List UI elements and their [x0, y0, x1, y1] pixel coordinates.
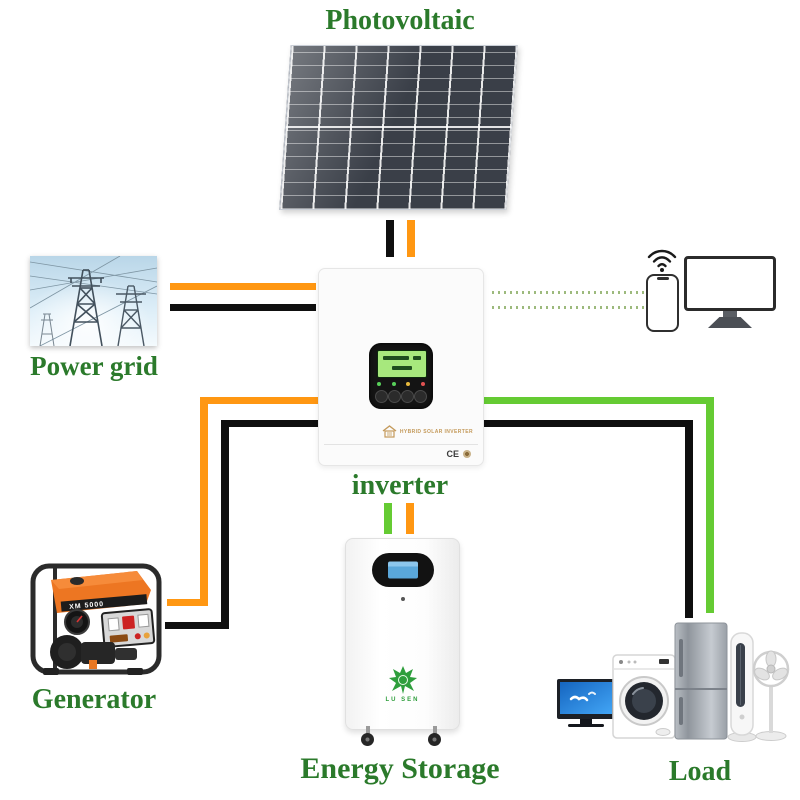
monitor-base: [708, 317, 752, 328]
generator-label: Generator: [31, 684, 157, 715]
tv: [557, 679, 615, 727]
generator-line-black-bottom: [165, 622, 229, 629]
generator-model-text: XM 5000: [69, 601, 105, 611]
generator-line-orange-top: [208, 397, 318, 404]
pv-to-inverter-line-black: [386, 220, 394, 257]
photovoltaic-label: Photovoltaic: [325, 5, 475, 36]
storage-wheel-right: [428, 726, 442, 746]
inverter-to-phone-dotted-line-1: [492, 291, 644, 294]
inverter-brand-text: HYBRID SOLAR INVERTER: [399, 428, 473, 435]
inverter-cert-row: CE: [446, 449, 471, 459]
inverter-lcd-screen: [377, 350, 427, 378]
solar-panel-image: [279, 45, 518, 210]
generator-image: XM 5000: [25, 556, 167, 687]
load-label: Load: [668, 756, 732, 787]
power-grid-label: Power grid: [30, 351, 158, 381]
pedestal-fan: [752, 650, 790, 741]
wifi-icon: [645, 246, 679, 277]
load-appliances-image: [555, 615, 790, 755]
transmission-tower-2: [116, 285, 146, 347]
transmission-tower-3: [39, 313, 55, 347]
inverter-label: inverter: [351, 470, 449, 501]
smartphone: [646, 274, 679, 332]
pv-to-inverter-line-orange: [407, 220, 415, 257]
inverter-divider: [324, 444, 478, 445]
inverter-to-storage-line-green: [384, 503, 392, 534]
generator-gauge: [64, 609, 90, 635]
inverter-to-phone-dotted-line-2: [492, 306, 644, 309]
inverter-brand-row: HYBRID SOLAR INVERTER: [319, 425, 473, 438]
storage-lcd-screen: [387, 561, 418, 579]
inverter-control-panel: [369, 343, 433, 409]
certification-icon: [463, 450, 471, 458]
grid-to-inverter-line-orange: [170, 283, 316, 290]
inverter-buttons: [375, 390, 427, 403]
monitor-screen: [684, 256, 776, 311]
load-line-green-vertical: [706, 397, 714, 613]
generator-line-black-vertical: [221, 420, 229, 629]
generator-frame: [30, 563, 162, 675]
transmission-tower-1: [68, 269, 104, 347]
storage-body: LU SEN: [345, 538, 460, 730]
storage-wheel-left: [361, 726, 375, 746]
desktop-monitor: [684, 256, 776, 330]
generator-engine: [50, 635, 137, 669]
phone-notch: [656, 277, 669, 280]
generator-line-orange-bottom: [167, 599, 208, 606]
grid-to-inverter-line-black: [170, 304, 316, 311]
load-line-black-vertical: [685, 420, 693, 618]
power-grid-image: [29, 255, 158, 347]
energy-storage-device: LU SEN: [345, 538, 460, 748]
generator-model-strip: XM 5000: [60, 594, 148, 612]
refrigerator: [674, 622, 728, 740]
ce-mark: CE: [446, 449, 459, 459]
load-line-black-horizontal: [482, 420, 693, 427]
storage-display-bezel: [371, 553, 434, 587]
power-grid-towers: [29, 255, 158, 347]
storage-brand-text: LU SEN: [385, 697, 420, 703]
generator-line-black-top: [229, 420, 318, 427]
generator-control-panel: [100, 608, 156, 648]
brand-house-icon: [382, 425, 397, 438]
washing-machine: [612, 654, 676, 739]
inverter-device: HYBRID SOLAR INVERTER CE: [318, 268, 484, 466]
monitor-neck: [723, 311, 737, 317]
inverter-to-storage-line-orange: [406, 503, 414, 534]
tower-fan: [727, 632, 757, 742]
storage-button: [400, 597, 405, 601]
maple-leaf-logo: [388, 665, 418, 700]
inverter-status-leds: [377, 382, 425, 386]
generator-line-orange-vertical: [200, 397, 208, 606]
power-lines: [29, 255, 158, 347]
energy-storage-label: Energy Storage: [300, 752, 500, 785]
load-line-green-horizontal: [482, 397, 714, 404]
